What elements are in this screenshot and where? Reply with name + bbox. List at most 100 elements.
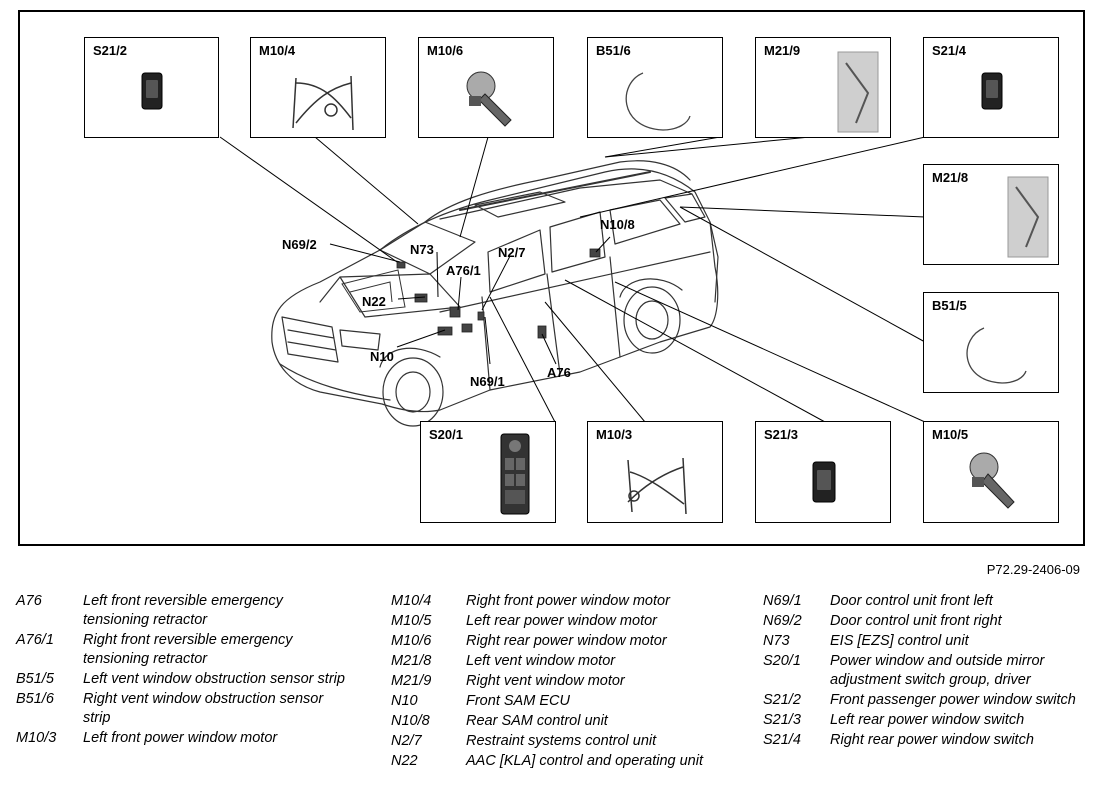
callout-label-s21-3: S21/3 xyxy=(764,427,798,442)
vehicle-label-n69-1: N69/1 xyxy=(470,374,505,389)
legend-description: Right rear power window motor xyxy=(466,633,667,649)
legend-entry: M10/4 Right front power window motor xyxy=(391,592,731,611)
legend-description: Left rear power window motor xyxy=(466,613,657,629)
legend-code: N10/8 xyxy=(391,713,430,729)
sensor-strip-image xyxy=(966,327,1027,384)
callout-box-b51-5: B51/5 xyxy=(923,292,1059,393)
legend-code: S20/1 xyxy=(763,653,801,669)
callout-label-s21-2: S21/2 xyxy=(93,43,127,58)
figure-reference: P72.29-2406-09 xyxy=(986,562,1080,577)
legend-code: N2/7 xyxy=(391,733,422,749)
legend-code: N73 xyxy=(763,633,790,649)
legend-description: Right vent window motor xyxy=(466,673,625,689)
legend-description: Left vent window obstruction sensor stri… xyxy=(83,671,345,687)
vehicle-illustration xyxy=(219,136,926,427)
callout-box-m10-3: M10/3 xyxy=(587,421,723,523)
callout-box-m10-5: M10/5 xyxy=(923,421,1059,523)
component-location-diagram: S21/2 M10/4 M10/6 B51/6 xyxy=(18,10,1085,546)
legend-code: N22 xyxy=(391,753,418,769)
legend-column-1: A76 Left front reversible emergency tensi… xyxy=(16,592,346,749)
callout-label-m10-4: M10/4 xyxy=(259,43,296,58)
legend-description: Front SAM ECU xyxy=(466,693,570,709)
vehicle-label-n10-8: N10/8 xyxy=(600,217,635,232)
legend-code: B51/5 xyxy=(16,671,54,687)
callout-box-m10-6: M10/6 xyxy=(418,37,554,138)
callout-label-s21-4: S21/4 xyxy=(932,43,966,58)
legend-entry: N2/7 Restraint systems control unit xyxy=(391,732,731,751)
vehicle-label-a76-1: A76/1 xyxy=(446,263,481,278)
legend-entry: B51/6 Right vent window obstruction senso… xyxy=(16,690,346,728)
legend-description: Door control unit front right xyxy=(830,613,1002,629)
callout-label-m21-9: M21/9 xyxy=(764,43,801,58)
callout-box-s21-3: S21/3 xyxy=(755,421,891,523)
window-regulator-image xyxy=(292,75,354,131)
legend-code: M10/6 xyxy=(391,633,432,649)
legend-description: AAC [KLA] control and operating unit xyxy=(466,753,703,769)
window-switch-image xyxy=(812,461,836,503)
legend-column-2: M10/4 Right front power window motor M10/… xyxy=(391,592,731,772)
vehicle-label-a76: A76 xyxy=(547,365,571,380)
callout-box-s20-1: S20/1 xyxy=(420,421,556,523)
sensor-strip-image xyxy=(625,72,691,131)
callout-label-m10-3: M10/3 xyxy=(596,427,633,442)
legend-description: Left vent window motor xyxy=(466,653,616,669)
window-regulator-image xyxy=(627,457,687,515)
callout-label-s20-1: S20/1 xyxy=(429,427,463,442)
vent-window-motor-image xyxy=(1007,176,1049,258)
legend-entry: S21/4 Right rear power window switch xyxy=(763,731,1088,750)
callout-label-m10-6: M10/6 xyxy=(427,43,464,58)
vehicle-label-n2-7: N2/7 xyxy=(498,245,526,260)
legend-code: S21/4 xyxy=(763,732,801,748)
vehicle-label-n22: N22 xyxy=(362,294,386,309)
legend-code: A76/1 xyxy=(16,632,54,648)
legend-entry: M10/6 Right rear power window motor xyxy=(391,632,731,651)
callout-label-m10-5: M10/5 xyxy=(932,427,969,442)
legend-code: N69/2 xyxy=(763,613,802,629)
legend-description: EIS [EZS] control unit xyxy=(830,633,969,649)
legend-code: N69/1 xyxy=(763,593,802,609)
legend-description: Right rear power window switch xyxy=(830,732,1034,748)
legend-column-3: N69/1 Door control unit front left N69/2 D… xyxy=(763,592,1088,751)
legend-code: B51/6 xyxy=(16,691,54,707)
vent-window-motor-image xyxy=(837,51,879,133)
callout-box-s21-4: S21/4 xyxy=(923,37,1059,138)
legend-description: Left front reversible emergency tensioni… xyxy=(83,593,283,628)
window-motor-image xyxy=(969,452,1015,509)
legend-description: Left rear power window switch xyxy=(830,712,1025,728)
callout-label-m21-8: M21/8 xyxy=(932,170,969,185)
legend-entry: N22 AAC [KLA] control and operating unit xyxy=(391,752,731,771)
legend-description: Door control unit front left xyxy=(830,593,993,609)
legend-code: M21/9 xyxy=(391,673,432,689)
legend-description: Restraint systems control unit xyxy=(466,733,657,749)
legend-entry: N69/2 Door control unit front right xyxy=(763,612,1088,631)
legend-entry: N73 EIS [EZS] control unit xyxy=(763,632,1088,651)
legend-code: M10/4 xyxy=(391,593,432,609)
legend-entry: B51/5 Left vent window obstruction sensor… xyxy=(16,670,346,689)
callout-box-m10-4: M10/4 xyxy=(250,37,386,138)
vehicle-label-n10: N10 xyxy=(370,349,394,364)
legend-description: Power window and outside mirror adjustme… xyxy=(830,653,1045,688)
callout-box-m21-8: M21/8 xyxy=(923,164,1059,265)
vehicle-label-n69-2: N69/2 xyxy=(282,237,317,252)
legend-code: A76 xyxy=(16,593,42,609)
legend-description: Front passenger power window switch xyxy=(830,692,1076,708)
legend-code: N10 xyxy=(391,693,418,709)
legend-entry: M21/8 Left vent window motor xyxy=(391,652,731,671)
legend-code: M21/8 xyxy=(391,653,432,669)
legend-entry: A76/1 Right front reversible emergency te… xyxy=(16,631,346,669)
legend-entry: N69/1 Door control unit front left xyxy=(763,592,1088,611)
legend-entry: N10 Front SAM ECU xyxy=(391,692,731,711)
window-switch-image xyxy=(981,72,1003,110)
callout-box-b51-6: B51/6 xyxy=(587,37,723,138)
legend-description: Right front reversible emergency tension… xyxy=(83,632,293,667)
legend-entry: M21/9 Right vent window motor xyxy=(391,672,731,691)
legend-description: Right front power window motor xyxy=(466,593,670,609)
legend-description: Right vent window obstruction sensor str… xyxy=(83,691,324,726)
legend-code: S21/3 xyxy=(763,712,801,728)
legend-description: Left front power window motor xyxy=(83,730,278,746)
switch-group-image xyxy=(500,433,530,515)
callout-box-s21-2: S21/2 xyxy=(84,37,219,138)
